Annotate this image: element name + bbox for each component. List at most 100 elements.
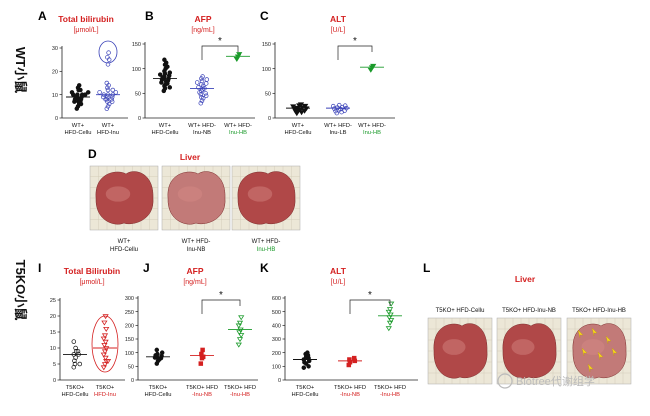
y-tick-label: 10 [52, 93, 58, 99]
liver-photo [566, 317, 632, 385]
y-tick-label: 50 [135, 92, 141, 98]
liver-caption: HFD-Cellu [110, 247, 138, 253]
data-point [196, 85, 201, 90]
data-point [302, 103, 309, 109]
data-point [301, 365, 307, 370]
y-tick-label: 100 [132, 67, 141, 73]
panel-j-title: AFP [187, 266, 204, 276]
data-point [157, 72, 163, 77]
liver-caption: T5KO+ HFD-Cellu [436, 308, 485, 314]
significance-star: * [218, 36, 222, 47]
arrow-icon [587, 363, 594, 373]
significance-star: * [219, 290, 223, 301]
x-tick-label: WT+ HFD- [324, 123, 352, 129]
data-point [102, 339, 109, 345]
x-tick-label: -Inu-HB [230, 392, 250, 398]
liver-photo [89, 165, 159, 231]
y-tick-label: 500 [272, 310, 281, 316]
liver-tissue [167, 171, 226, 225]
panel-letter-i: I [38, 261, 41, 275]
x-tick-label: T5KO+ [296, 385, 315, 391]
data-point [100, 352, 107, 358]
x-tick-label: T5KO+ HFD [224, 385, 256, 391]
panel-letter-b: B [145, 9, 154, 23]
significance-bracket [201, 45, 239, 60]
x-tick-label: HFD-Cellu [291, 392, 318, 398]
outlier-ellipse [98, 40, 118, 64]
data-point [332, 106, 337, 111]
panel-letter-l: L [423, 261, 430, 275]
data-point [155, 351, 160, 357]
y-tick-label: 25 [50, 298, 56, 304]
data-point [305, 350, 310, 355]
panel-letter-j: J [143, 261, 150, 275]
y-tick-label: 15 [50, 330, 56, 336]
data-point [342, 103, 348, 108]
data-point [103, 346, 110, 352]
data-point [236, 320, 244, 326]
y-tick-label: 50 [128, 365, 134, 371]
y-tick-label: 0 [131, 378, 134, 384]
x-tick-label: HFD-Cellu [144, 392, 171, 398]
data-point [198, 100, 204, 106]
y-tick-label: 250 [125, 310, 134, 316]
liver-tissue [95, 171, 154, 225]
panel-c-unit: [U/L] [331, 27, 346, 34]
x-tick-label: Inu-HB [229, 130, 247, 136]
data-point [235, 342, 242, 348]
x-tick-label: WT+ [159, 123, 172, 129]
panel-c-title: ALT [330, 14, 347, 24]
x-tick-label: HFD-Cellu [284, 130, 311, 136]
liver-photo [231, 165, 301, 231]
liver-tissue [433, 323, 488, 379]
x-tick-label: Inu-HB [363, 130, 381, 136]
arrow-icon [605, 335, 612, 345]
y-tick-label: 10 [50, 346, 56, 352]
y-tick-label: 200 [272, 351, 281, 357]
liver-caption: Inu-HB [257, 247, 276, 253]
x-tick-label: T5KO+ HFD [186, 385, 218, 391]
data-point [97, 90, 102, 95]
significance-bracket [337, 45, 373, 60]
data-point [203, 93, 209, 99]
data-point [236, 337, 244, 343]
svg-text:T5KO小鼠: T5KO小鼠 [13, 260, 28, 321]
data-point [102, 355, 109, 361]
liver-photo [496, 317, 562, 385]
data-point [238, 315, 245, 321]
group-ellipse [91, 315, 119, 373]
y-tick-label: 20 [52, 70, 58, 76]
y-tick-label: 300 [272, 337, 281, 343]
y-tick-label: 150 [125, 337, 134, 343]
data-point [105, 85, 110, 90]
panel-d-title: Liver [180, 152, 201, 162]
data-point [72, 361, 78, 367]
x-tick-label: HFD-Inu [97, 130, 119, 136]
liver-highlight [105, 186, 131, 202]
y-tick-label: 100 [125, 351, 134, 357]
panel-k-unit: [U/L] [331, 279, 346, 286]
data-point [167, 85, 173, 90]
liver-caption: WT+ HFD- [252, 239, 281, 245]
data-point [347, 357, 352, 362]
data-point [194, 80, 200, 85]
data-point [110, 87, 116, 93]
panel-i-unit: [μmol/L] [79, 279, 104, 286]
panel-letter-c: C [260, 9, 269, 23]
data-point [101, 342, 108, 348]
y-tick-label: 100 [262, 67, 271, 73]
x-tick-label: T5KO+ [96, 385, 115, 391]
panel-b-title: AFP [195, 14, 212, 24]
y-tick-label: 0 [138, 116, 141, 122]
x-tick-label: HFD-Inu [94, 392, 116, 398]
x-tick-label: WT+ HFD- [224, 123, 252, 129]
data-point [297, 102, 305, 108]
data-point [154, 347, 160, 353]
data-point [104, 80, 110, 86]
y-tick-label: 20 [50, 314, 56, 320]
data-point [71, 339, 77, 344]
